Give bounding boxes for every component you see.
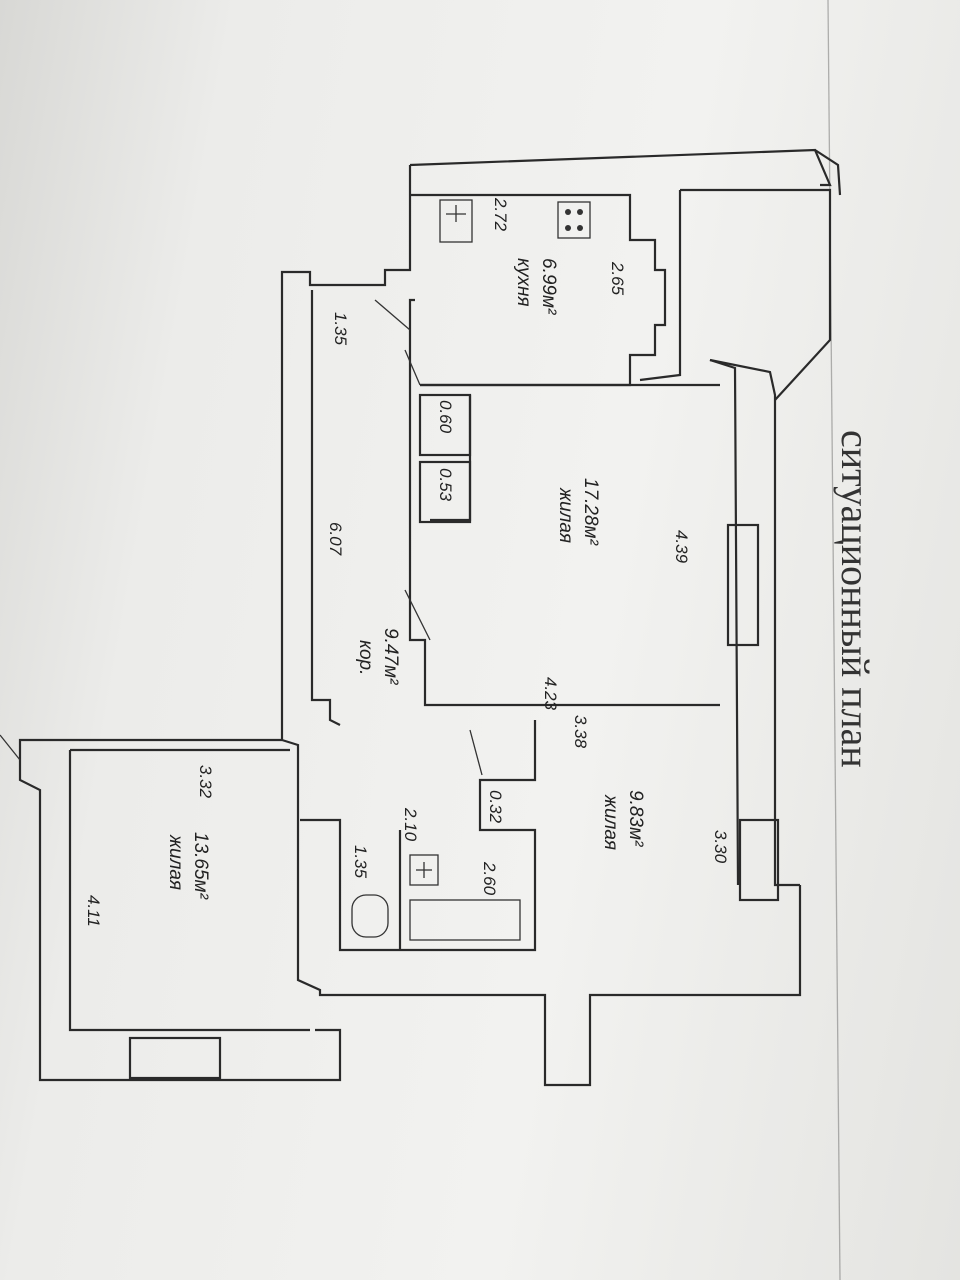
basin-icon (409, 854, 439, 886)
corridor-area-label: 9.47м² (380, 628, 401, 685)
living-small-area-label: 9.83м² (625, 790, 646, 847)
kitchen-name-label: кухня (513, 258, 534, 307)
living-room-large (430, 395, 472, 522)
living-left-area-label: 13.65м² (190, 832, 211, 900)
kitchen-length-label: 2.65 (608, 261, 627, 296)
bath-niche-label: 0.32 (486, 790, 505, 824)
kitchen (408, 193, 667, 387)
wc-label: 1.35 (351, 845, 370, 879)
plan-caption: ситуационный план (833, 430, 878, 768)
kitchen-width-label: 2.72 (491, 197, 510, 232)
stove-icon (557, 201, 591, 239)
bath-length-label: 2.60 (480, 861, 499, 896)
living-left-length-label: 4.11 (84, 895, 103, 927)
kitchen-area-label: 6.99м² (538, 258, 559, 315)
living-left-name-label: жилая (165, 834, 186, 890)
living-small-length-label: 3.30 (711, 830, 730, 864)
corridor-inner-wall (310, 290, 720, 726)
living-large-name-label: жилая (555, 487, 576, 543)
living-large-width-label: 4.23 (541, 677, 560, 711)
living-room-left (0, 734, 342, 1082)
living-small-width-label: 3.38 (571, 715, 590, 749)
bath-width-label: 2.10 (401, 807, 420, 842)
closet-a-label: 0.60 (436, 400, 455, 434)
corridor-name-label: кор. (355, 640, 376, 675)
bathtub-icon (409, 899, 521, 941)
corridor-length-label: 6.07 (326, 522, 345, 556)
living-large-length-label: 4.39 (672, 530, 691, 564)
living-small-name-label: жилая (600, 794, 621, 850)
sink-icon (439, 199, 473, 243)
corridor-entry-label: 1.35 (331, 312, 350, 346)
toilet-icon (351, 894, 389, 938)
living-large-area-label: 17.28м² (580, 478, 601, 546)
closet-b-label: 0.53 (436, 468, 455, 502)
bathroom (300, 720, 537, 952)
outer-walls (280, 148, 842, 1087)
living-left-width-label: 3.32 (196, 765, 215, 799)
